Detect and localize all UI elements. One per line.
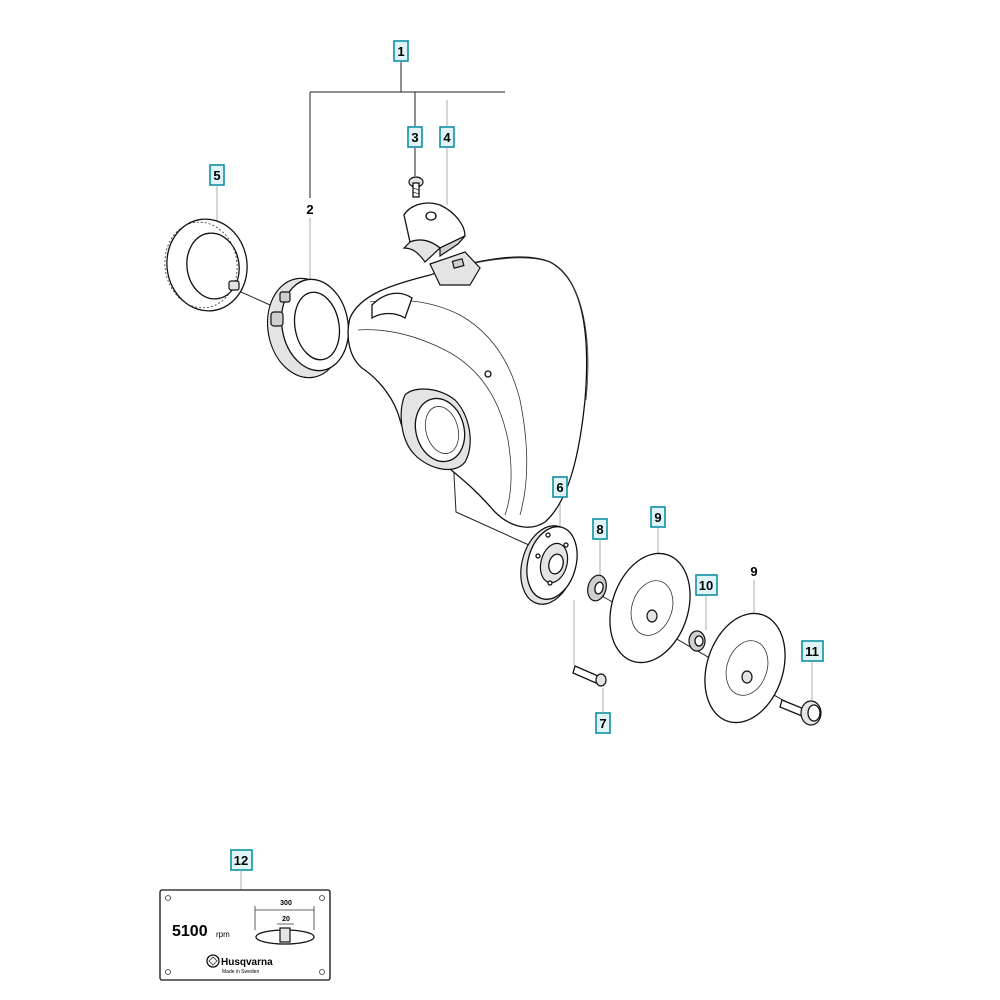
part-3-screw bbox=[408, 176, 424, 198]
callout-3: 3 bbox=[407, 126, 423, 148]
callout-11: 11 bbox=[801, 640, 824, 662]
callout-9-second: 9 bbox=[750, 564, 757, 579]
svg-text:9: 9 bbox=[654, 510, 661, 525]
svg-text:2: 2 bbox=[306, 202, 313, 217]
part-6-flange bbox=[520, 525, 578, 605]
svg-text:12: 12 bbox=[234, 853, 248, 868]
part-8-washer bbox=[587, 574, 607, 602]
svg-text:10: 10 bbox=[699, 578, 713, 593]
decal-brand: Husqvarna bbox=[221, 957, 273, 968]
svg-text:9: 9 bbox=[750, 564, 757, 579]
decal-corner-hole bbox=[165, 895, 171, 901]
callout-10: 10 bbox=[695, 574, 718, 596]
part-5-ring bbox=[164, 218, 248, 312]
part-9-blade-a bbox=[609, 552, 691, 664]
callout-7: 7 bbox=[595, 712, 611, 734]
decal-corner-hole bbox=[319, 895, 325, 901]
part-10-bushing bbox=[688, 630, 706, 652]
part-2-bearing-ring bbox=[266, 277, 350, 379]
part-1-blade-guard bbox=[347, 251, 589, 528]
callout-9-first: 9 bbox=[650, 506, 666, 528]
svg-text:8: 8 bbox=[596, 522, 603, 537]
part-11-arbor-bolt bbox=[779, 699, 822, 726]
callout-4: 4 bbox=[439, 126, 455, 148]
svg-text:11: 11 bbox=[805, 644, 819, 659]
decal-border bbox=[159, 889, 331, 981]
part-7-bolt bbox=[572, 665, 607, 687]
decal-corner-hole bbox=[165, 969, 171, 975]
husqvarna-logo-icon bbox=[206, 954, 220, 968]
decal-inner-diameter: 20 bbox=[282, 916, 290, 923]
part-9-blade-b bbox=[704, 612, 786, 724]
decal-arbor-pictogram bbox=[279, 927, 291, 943]
svg-text:7: 7 bbox=[599, 716, 606, 731]
callout-1: 1 bbox=[393, 40, 409, 62]
decal-made-in: Made in Sweden bbox=[222, 969, 259, 975]
part-12-decal: 5100 rpm 300 20 Husqvarna Made in Sweden bbox=[159, 889, 331, 981]
svg-text:5: 5 bbox=[213, 168, 220, 183]
decal-rpm-value: 5100 bbox=[172, 923, 208, 940]
decal-corner-hole bbox=[319, 969, 325, 975]
decal-outer-diameter: 300 bbox=[280, 900, 292, 907]
callout-2: 2 bbox=[306, 202, 313, 217]
svg-text:4: 4 bbox=[443, 130, 451, 145]
callout-8: 8 bbox=[592, 518, 608, 540]
decal-rpm-unit: rpm bbox=[216, 930, 230, 939]
svg-text:3: 3 bbox=[411, 130, 418, 145]
svg-text:6: 6 bbox=[556, 480, 563, 495]
part-4-clamp bbox=[402, 202, 466, 263]
callout-6: 6 bbox=[552, 476, 568, 498]
callout-5: 5 bbox=[209, 164, 225, 186]
svg-text:1: 1 bbox=[397, 44, 404, 59]
callout-12: 12 bbox=[230, 849, 253, 871]
